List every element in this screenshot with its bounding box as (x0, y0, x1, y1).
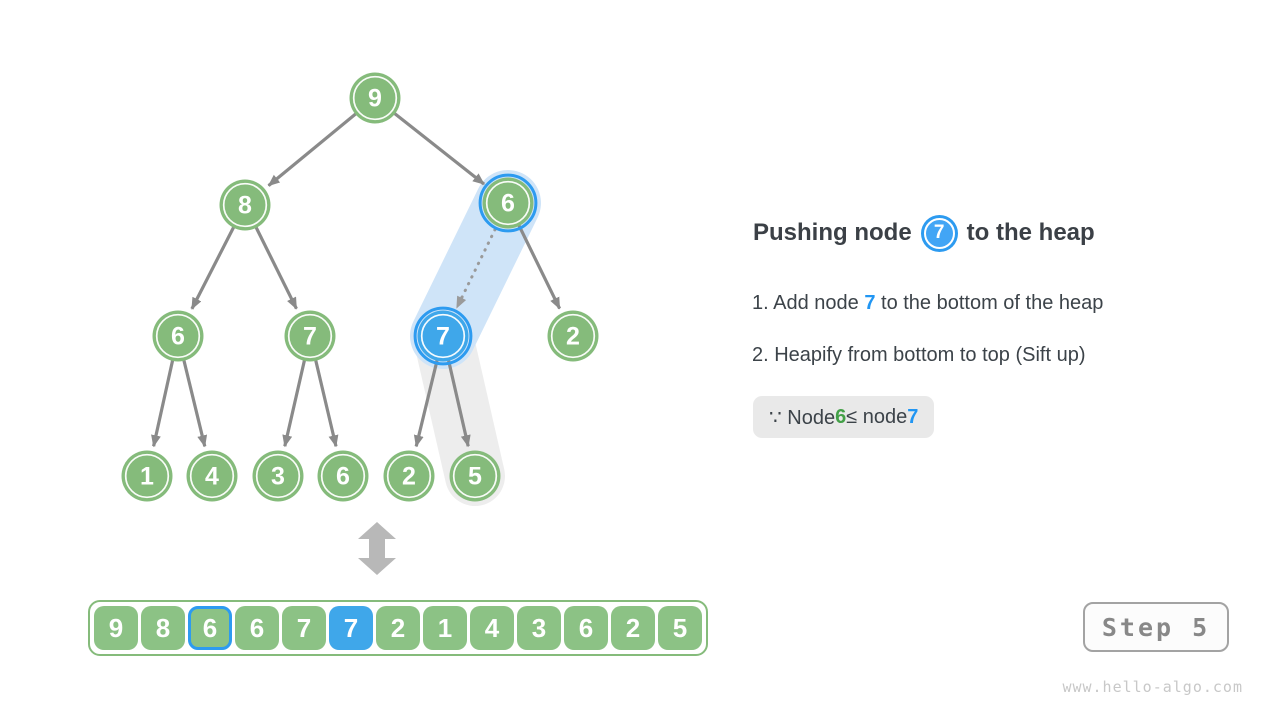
array-cell: 9 (94, 606, 138, 650)
tree-node: 6 (317, 450, 369, 502)
tree-node: 3 (252, 450, 304, 502)
text-segment: 2. Heapify from bottom to top (Sift up) (752, 344, 1086, 366)
node-circle (219, 179, 271, 231)
node-7-badge: 7 (923, 217, 955, 249)
node-value: 6 (501, 190, 515, 218)
sift-up-dotted-edge (455, 228, 497, 310)
node-circle (349, 72, 401, 124)
node-circle (482, 177, 534, 229)
array-cell: 6 (188, 606, 232, 650)
text-segment: 7 (864, 292, 876, 314)
array-cell: 2 (376, 606, 420, 650)
node-value: 8 (238, 192, 252, 220)
node-value: 2 (566, 323, 580, 351)
title-prefix: Pushing node (753, 219, 912, 246)
instruction-step: 2. Heapify from bottom to top (Sift up) (752, 344, 1103, 367)
array-cell: 6 (235, 606, 279, 650)
note-box: ∵ Node 6 ≤ node 7 (753, 396, 935, 438)
text-segment: ≤ node (846, 405, 908, 428)
array-cell: 7 (329, 606, 373, 650)
tree-node: 6 (152, 310, 204, 362)
tree-node: 4 (186, 450, 238, 502)
tree-node: 1 (121, 450, 173, 502)
node-inner-ring (550, 313, 596, 359)
array-cell: 7 (282, 606, 326, 650)
instruction-step: 1. Add node 7 to the bottom of the heap (752, 292, 1103, 315)
tree-node: 2 (383, 450, 435, 502)
node-circle (383, 450, 435, 502)
node-circle (152, 310, 204, 362)
node-inner-ring (222, 182, 268, 228)
node-value: 5 (468, 463, 482, 491)
badge-value: 7 (933, 222, 945, 243)
node-value: 3 (271, 463, 285, 491)
node-inner-ring (189, 453, 235, 499)
node-value: 6 (171, 323, 185, 351)
node-inner-ring (320, 453, 366, 499)
node-value: 9 (368, 85, 382, 113)
tree-node: 2 (547, 310, 599, 362)
text-segment: 6 (835, 405, 847, 428)
node-circle (186, 450, 238, 502)
node-value: 1 (140, 463, 154, 491)
watermark: www.hello-algo.com (1062, 678, 1243, 696)
array-cell: 8 (141, 606, 185, 650)
tree-node: 7 (413, 306, 473, 366)
tree-nodes: 9 8 6 6 7 7 2 1 4 3 6 2 5 (121, 72, 599, 502)
title-suffix: to the heap (966, 219, 1095, 246)
array-cell: 2 (611, 606, 655, 650)
text-segment: 7 (907, 405, 919, 428)
page-title: Pushing node 7 to the heap (753, 212, 1095, 254)
node-inner-ring (155, 313, 201, 359)
node-inner-ring (485, 180, 531, 226)
tree-node: 9 (349, 72, 401, 124)
step-button[interactable]: Step 5 (1083, 602, 1229, 652)
array-cell: 6 (564, 606, 608, 650)
node-circle (121, 450, 173, 502)
node-circle (417, 310, 469, 362)
tree-node: 5 (449, 450, 501, 502)
node-inner-ring (352, 75, 398, 121)
node-inner-ring (420, 313, 466, 359)
node-circle (252, 450, 304, 502)
selection-ring (478, 173, 538, 233)
array-cell: 4 (470, 606, 514, 650)
array-cell: 3 (517, 606, 561, 650)
array-cell: 1 (423, 606, 467, 650)
text-segment: 1. Add node (752, 292, 865, 314)
node-circle (547, 310, 599, 362)
selection-ring (413, 306, 473, 366)
tree-node: 7 (284, 310, 336, 362)
node-circle (317, 450, 369, 502)
node-value: 2 (402, 463, 416, 491)
node-circle (449, 450, 501, 502)
heap-tree-diagram: 9 8 6 6 7 7 2 1 4 3 6 2 5 (121, 72, 599, 575)
node-circle (284, 310, 336, 362)
step-button-label: Step 5 (1101, 612, 1211, 642)
node-value: 4 (205, 463, 219, 491)
node-value: 7 (303, 323, 317, 351)
array-cell: 5 (658, 606, 702, 650)
node-inner-ring (386, 453, 432, 499)
node-inner-ring (287, 313, 333, 359)
tree-node: 8 (219, 179, 271, 231)
node-inner-ring (255, 453, 301, 499)
text-segment: to the bottom of the heap (875, 292, 1104, 314)
node-value: 7 (436, 323, 450, 351)
node-value: 6 (336, 463, 350, 491)
node-inner-ring (124, 453, 170, 499)
text-segment: ∵ Node (769, 406, 836, 429)
node-inner-ring (452, 453, 498, 499)
tree-node: 6 (478, 173, 538, 233)
swap-double-arrow-icon (358, 522, 396, 575)
instruction-list: 1. Add node 7 to the bottom of the heap 2… (752, 292, 1103, 396)
